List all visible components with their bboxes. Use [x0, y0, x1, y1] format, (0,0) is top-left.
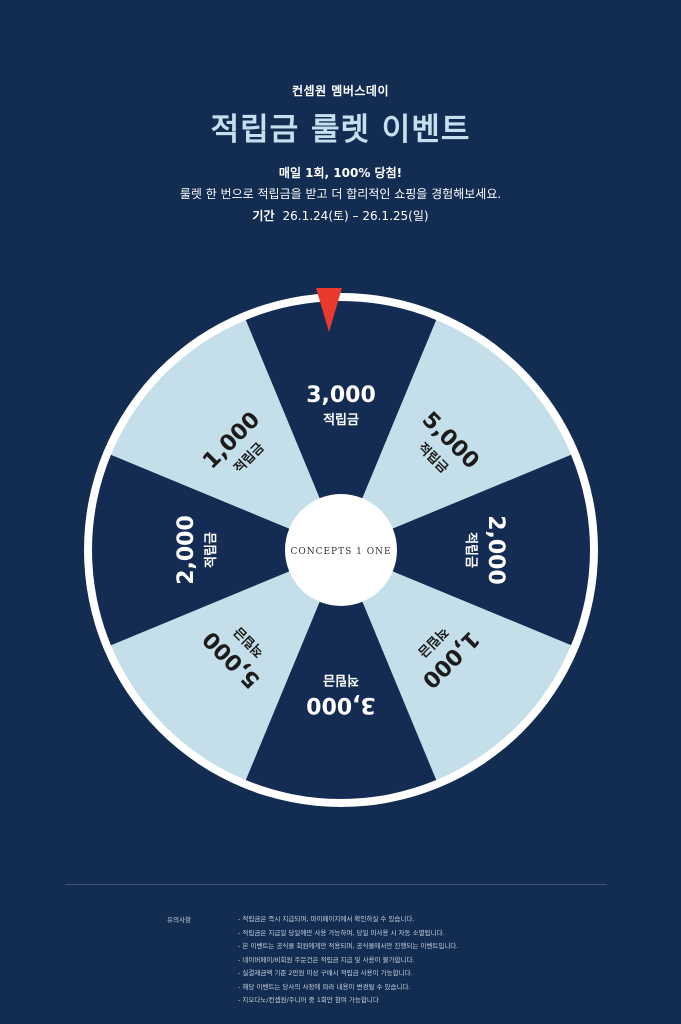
- segment-amount: 2,000: [483, 515, 508, 585]
- event-period: 기간 26.1.24(토) – 26.1.25(일): [0, 207, 681, 224]
- concepts-one-logo: CONCEPTS 1 ONE: [290, 547, 391, 557]
- segment-unit: 적립금: [323, 412, 359, 428]
- wheel-segment: [341, 319, 572, 550]
- event-description: 룰렛 한 번으로 적립금을 받고 더 합리적인 쇼핑을 경험해보세요.: [179, 187, 502, 201]
- wheel-segment: [341, 454, 590, 646]
- divider: [65, 884, 607, 885]
- segment-amount: 2,000: [174, 515, 199, 585]
- wheel-segments: [92, 301, 590, 799]
- wheel-segment: [341, 550, 572, 781]
- notes-list: 적립금은 즉시 지급되며, 마이페이지에서 확인하실 수 있습니다. 적립금은 …: [238, 913, 458, 1008]
- notes-label: 유의사항: [167, 916, 191, 924]
- note-item: 네이버페이/비회원 주문건은 적립금 지급 및 사용이 불가합니다.: [238, 954, 458, 968]
- note-item: 지오다노/컨셉원/주니어 중 1회만 참여 가능합니다: [238, 994, 458, 1008]
- wheel-segment: [110, 550, 341, 781]
- wheel-center[interactable]: [285, 494, 397, 606]
- note-item: 적립금은 즉시 지급되며, 마이페이지에서 확인하실 수 있습니다.: [238, 913, 458, 927]
- wheel-segment: [110, 319, 341, 550]
- period-label: 기간: [252, 209, 275, 223]
- note-item: 해당 이벤트는 당사의 사정에 따라 내용이 변경될 수 있습니다.: [238, 981, 458, 995]
- wheel-segment: [245, 301, 437, 550]
- segment-unit: 적립금: [323, 672, 359, 688]
- segment-amount: 3,000: [306, 383, 376, 408]
- segment-amount: 3,000: [306, 692, 376, 717]
- page-title: 적립금 룰렛 이벤트: [210, 112, 471, 148]
- segment-unit: 적립금: [463, 532, 479, 568]
- note-item: 실결제금액 기준 2만원 이상 구매시 적립금 사용이 가능합니다.: [238, 967, 458, 981]
- wheel-pointer-icon: [316, 288, 342, 332]
- segment-label: 3,000 적립금: [306, 383, 376, 428]
- segment-label: 3,000 적립금: [306, 672, 376, 717]
- brand-label: 컨셉원 멤버스데이: [292, 84, 389, 98]
- note-item: 본 이벤트는 공식몰 회원에게만 적용되며, 공식몰에서만 진행되는 이벤트입니…: [238, 940, 458, 954]
- wheel-segment: [245, 550, 437, 799]
- event-headline: 매일 1회, 100% 당첨!: [278, 166, 403, 180]
- note-item: 적립금은 지급일 당일에만 사용 가능하며, 당일 미사용 시 자동 소멸됩니다…: [238, 927, 458, 941]
- period-value: 26.1.24(토) – 26.1.25(일): [282, 209, 429, 223]
- segment-unit: 적립금: [203, 532, 219, 568]
- wheel-segment: [92, 454, 341, 646]
